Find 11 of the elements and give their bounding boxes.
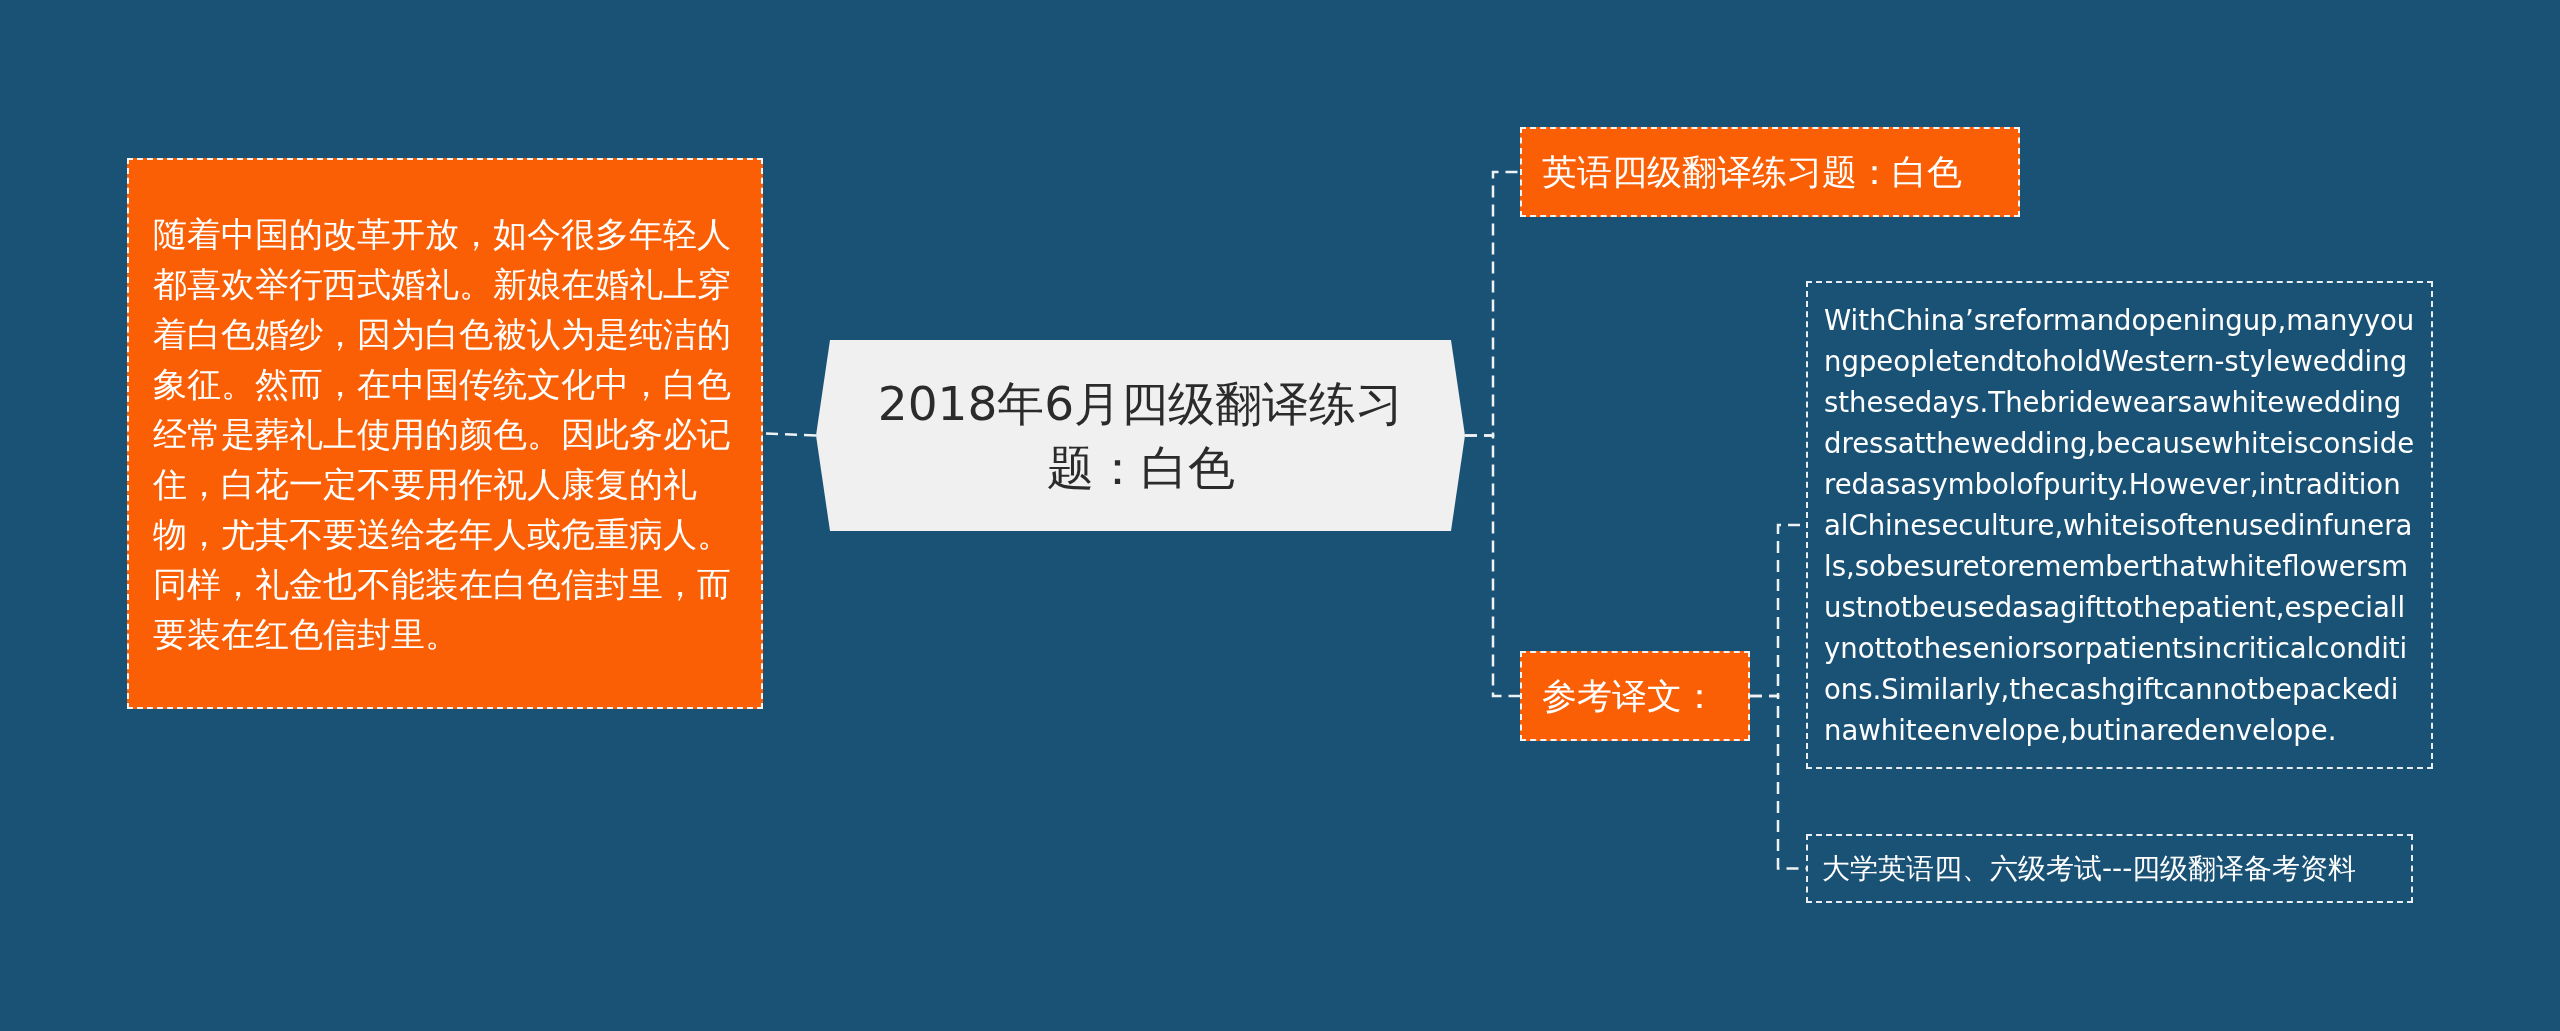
node-text: 大学英语四、六级考试---四级翻译备考资料	[1822, 850, 2358, 887]
topic-box	[1520, 127, 2020, 217]
text-box	[1806, 834, 2413, 903]
topic-box	[1520, 651, 1750, 741]
node-text: 参考译文：	[1542, 675, 1718, 718]
connector-line	[1465, 434, 1520, 698]
title-text: 2018年6月四级翻译练习题：白色	[876, 374, 1405, 497]
node-text: WithChina’sreformandopeningup,manyyoungpeopletendtoholdWestern-styleweddingsthesedays.Thebridewearsawhiteweddingdressatthewedding,becausewhiteisconsideredasasymbolofpurity.However,intraditionalChineseculture,whiteisoftenusedinfunerals,sobesuretorememberthatwhiteflowersmustnotbeusedasagifttothepatient,especiallynottotheseniorsorpatientsincriticalconditions.Similarly,thecashgiftcannotbepackedinawhiteenvelope,butinaredenvelope.	[1824, 302, 2415, 748]
node-text: 英语四级翻译练习题：白色	[1542, 151, 1963, 194]
text-box	[127, 158, 763, 709]
node-text: 随着中国的改革开放，如今很多年轻人都喜欢举行西式婚礼。新娘在婚礼上穿着白色婚纱，因为白色被认为是纯洁的象征。然而，在中国传统文化中，白色经常是葬礼上使用的颜色。因此务必记住，白花一定不要用作祝人康复的礼物，尤其不要送给老年人或危重病人。同样，礼金也不能装在白色信封里，而要装在红色信封里。	[153, 212, 732, 656]
